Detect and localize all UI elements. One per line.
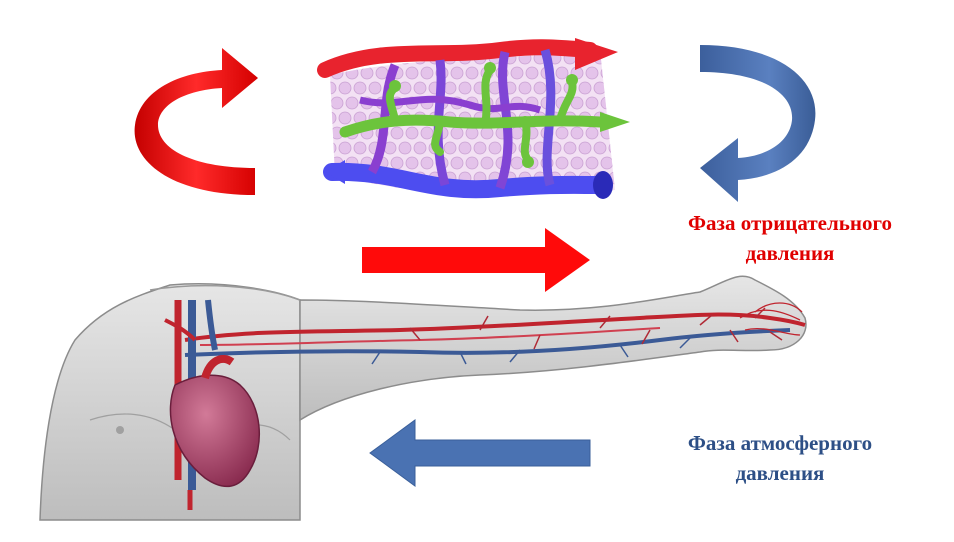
tissue-cell	[600, 66, 614, 80]
tissue-cell	[480, 156, 494, 170]
tissue-cell	[450, 126, 464, 140]
tissue-cell	[330, 96, 344, 110]
tissue-cell	[616, 157, 628, 169]
tissue-cell	[330, 81, 337, 95]
atmospheric-pressure-phase-label: Фаза атмосферного давления	[630, 428, 930, 488]
tissue-cell	[593, 141, 607, 155]
tissue-cell	[473, 141, 487, 155]
tissue-cell	[600, 156, 614, 170]
tissue-cell	[353, 141, 367, 155]
blue-left-arrow	[369, 419, 591, 487]
tissue-cell	[450, 66, 464, 80]
tissue-cell	[398, 141, 412, 155]
red-right-arrow	[362, 228, 590, 292]
tissue-cell	[555, 156, 569, 170]
tissue-cell	[368, 81, 382, 95]
tissue-cell	[555, 126, 569, 140]
negative-pressure-line1: Фаза отрицательного	[688, 211, 892, 235]
tissue-cell	[608, 141, 615, 155]
blue-curved-arrow	[700, 45, 816, 202]
tissue-cell	[480, 126, 494, 140]
tissue-cell	[413, 81, 427, 95]
negative-pressure-phase-label: Фаза отрицательного давления	[640, 208, 940, 268]
tissue-cell	[465, 156, 479, 170]
tissue-cell	[405, 156, 419, 170]
tissue-cell	[360, 186, 374, 195]
tissue-cell	[593, 81, 607, 95]
tissue-cell	[443, 141, 457, 155]
tissue-cell	[330, 141, 337, 155]
tissue-cell	[360, 66, 374, 80]
red-curved-arrow	[134, 48, 258, 195]
tissue-cell	[345, 186, 359, 195]
tissue-cell	[578, 141, 592, 155]
capillary-network-illustration	[317, 38, 630, 199]
tissue-cell	[330, 111, 337, 125]
tissue-cell	[398, 81, 412, 95]
tissue-cell	[450, 156, 464, 170]
atmospheric-pressure-line1: Фаза атмосферного	[687, 431, 873, 455]
tissue-cell	[443, 81, 457, 95]
tissue-cell	[570, 156, 584, 170]
tissue-cell	[608, 81, 615, 95]
negative-pressure-line2: давления	[745, 241, 835, 265]
arm-circulation-illustration	[39, 275, 807, 521]
tissue-cell	[353, 81, 367, 95]
tissue-cell	[465, 126, 479, 140]
tissue-cell	[420, 126, 434, 140]
tissue-cell	[518, 81, 532, 95]
tissue-cell	[338, 111, 352, 125]
tissue-cell	[585, 156, 599, 170]
tissue-cell	[510, 126, 524, 140]
tissue-cell	[375, 186, 389, 195]
tissue-cell	[570, 126, 584, 140]
tissue-cell	[458, 141, 472, 155]
tissue-cell	[330, 186, 344, 195]
tissue-cell	[345, 96, 359, 110]
tissue-cell	[510, 66, 524, 80]
tissue-cell	[510, 156, 524, 170]
tissue-cell	[405, 126, 419, 140]
tissue-cell	[488, 141, 502, 155]
tissue-cell	[600, 96, 614, 110]
tissue-cell	[465, 66, 479, 80]
tissue-cell	[616, 67, 628, 79]
tissue-cell	[525, 66, 539, 80]
tissue-cell	[563, 141, 577, 155]
tissue-cell	[390, 126, 404, 140]
tissue-cell	[555, 66, 569, 80]
tissue-cell	[616, 187, 628, 199]
tissue-cell	[585, 66, 599, 80]
tissue-cell	[390, 156, 404, 170]
tissue-cell	[458, 81, 472, 95]
tissue-cell	[405, 66, 419, 80]
tissue-cell	[533, 81, 547, 95]
tissue-cell	[616, 97, 628, 109]
tissue-cell	[585, 126, 599, 140]
tissue-cell	[413, 141, 427, 155]
tissue-cell	[578, 81, 592, 95]
tissue-cell	[420, 156, 434, 170]
tissue-cell	[338, 141, 352, 155]
tissue-cell	[338, 81, 352, 95]
tissue-cell	[420, 66, 434, 80]
tissue-cell	[616, 127, 628, 139]
atmospheric-pressure-line2: давления	[735, 461, 825, 485]
tissue-cell	[390, 186, 404, 195]
tissue-cell	[585, 96, 599, 110]
